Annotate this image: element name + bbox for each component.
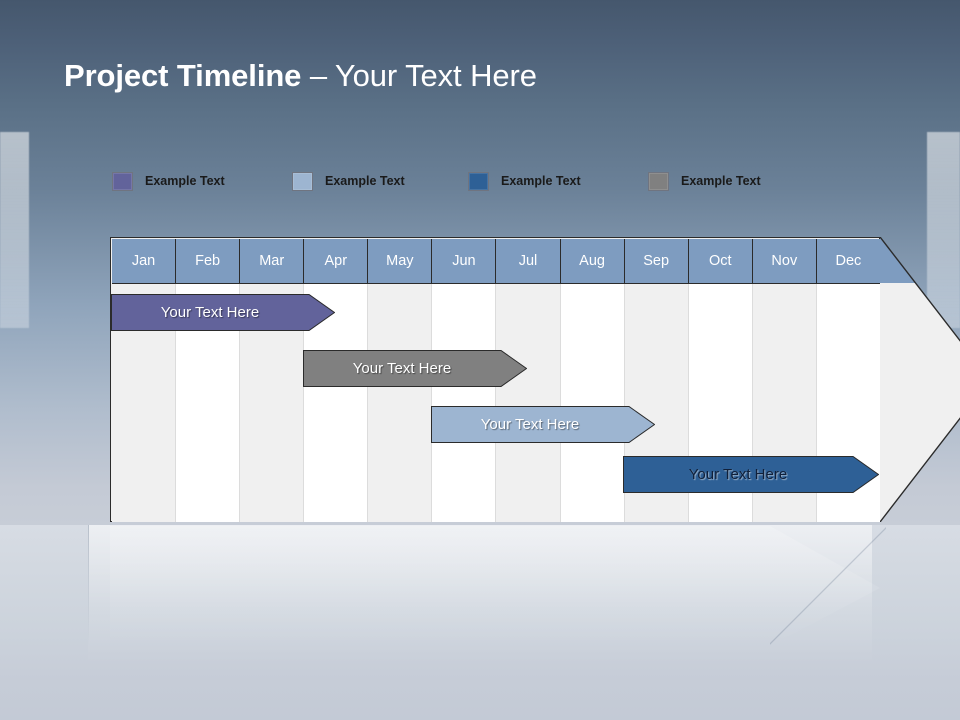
task-bar-3[interactable]: Your Text Here [431,406,655,443]
task-bar-shape [431,406,655,443]
background-pillar-right [927,132,960,328]
legend-item-dark-blue[interactable]: Example Text [468,168,581,194]
page-title-light: – Your Text Here [301,58,537,93]
timeline-column-jan [112,239,177,522]
legend-item-gray[interactable]: Example Text [648,168,761,194]
timeline-column-feb [176,239,241,522]
legend: Example Text Example Text Example Text Exam… [110,168,810,196]
legend-item-purple[interactable]: Example Text [112,168,225,194]
task-bar-shape [623,456,879,493]
month-header-jan[interactable]: Jan [112,239,177,283]
month-header-aug[interactable]: Aug [560,239,625,283]
month-header-jul[interactable]: Jul [496,239,561,283]
task-bar-label: Your Text Here [160,304,260,321]
task-bar-label: Your Text Here [480,416,580,433]
legend-label: Example Text [145,174,225,188]
task-bar-label: Your Text Here [352,360,452,377]
month-header-apr[interactable]: Apr [304,239,369,283]
legend-item-light-blue[interactable]: Example Text [292,168,405,194]
legend-swatch [648,171,669,191]
task-bar-2[interactable]: Your Text Here [303,350,527,387]
legend-label: Example Text [501,174,581,188]
legend-label: Example Text [681,174,761,188]
month-header-sep[interactable]: Sep [624,239,689,283]
legend-swatch [468,171,489,191]
month-header-feb[interactable]: Feb [176,239,241,283]
task-bar-outline [111,294,335,331]
legend-swatch [292,171,313,191]
month-header-oct[interactable]: Oct [688,239,753,283]
month-header-dec[interactable]: Dec [816,239,880,283]
page-title: Project Timeline – Your Text Here [64,58,537,94]
timeline-column-mar [240,239,305,522]
reflection-edge-left [88,525,89,645]
month-header-jun[interactable]: Jun [432,239,497,283]
month-header-nov[interactable]: Nov [752,239,817,283]
legend-label: Example Text [325,174,405,188]
legend-swatch [112,171,133,191]
task-bar-outline [303,350,527,387]
page-title-strong: Project Timeline [64,58,302,93]
task-bar-shape [303,350,527,387]
month-header-mar[interactable]: Mar [240,239,305,283]
background-pillar-left [0,132,29,328]
task-bar-label: Your Text Here [688,466,788,483]
month-header-may[interactable]: May [368,239,433,283]
task-bar-outline [623,456,879,493]
timeline-column-aug [560,239,625,522]
background-floor [0,525,960,720]
task-bar-shape [111,294,335,331]
task-bar-outline [431,406,655,443]
task-bar-4[interactable]: Your Text Here [623,456,879,493]
task-bar-1[interactable]: Your Text Here [111,294,335,331]
